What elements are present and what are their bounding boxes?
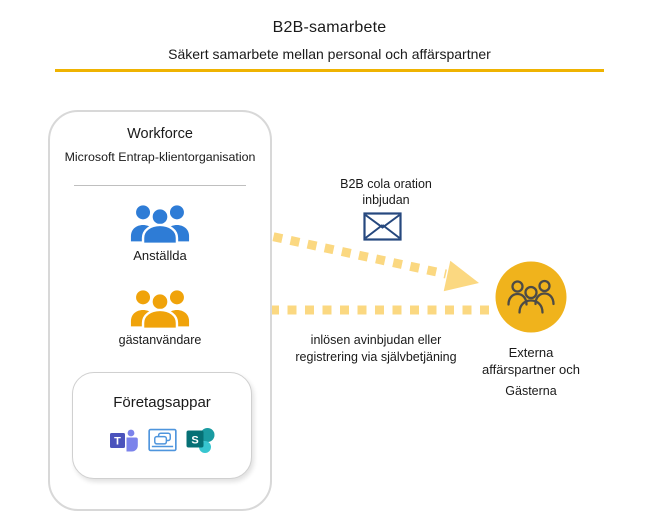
- external-partners-label: Externa affärspartner och Gästerna: [456, 344, 606, 400]
- people-outline-icon: [507, 279, 555, 314]
- workforce-tenant-box: Workforce Microsoft Entrap-klientorganis…: [48, 110, 272, 511]
- page-subtitle: Säkert samarbete mellan personal och aff…: [168, 46, 491, 62]
- app-icons-row: T S: [73, 426, 251, 454]
- divider: [74, 185, 246, 186]
- external-line3: Gästerna: [505, 384, 557, 398]
- tenant-name: Microsoft Entrap-klientorganisation: [64, 150, 256, 164]
- svg-text:S: S: [191, 434, 198, 446]
- external-partners-circle: [495, 261, 567, 333]
- employees-label: Anställda: [133, 248, 187, 263]
- redemption-line2: registrering via självbetjäning: [295, 350, 457, 364]
- redemption-line1: inlösen avinbjudan eller: [310, 333, 442, 347]
- enterprise-apps-title: Företagsappar: [113, 394, 211, 411]
- envelope-icon: [363, 212, 402, 241]
- guest-users-label: gästanvändare: [118, 333, 202, 347]
- invitation-line2: inbjudan: [362, 193, 410, 207]
- svg-text:T: T: [114, 435, 121, 447]
- invitation-label: B2B cola oration inbjudan: [301, 176, 471, 208]
- workforce-title: Workforce: [127, 126, 193, 142]
- enterprise-apps-box: Företagsappar T: [72, 372, 252, 479]
- apps-window-icon: [147, 428, 177, 452]
- guest-users-people-group-icon: [130, 290, 190, 329]
- page-title: B2B-samarbete: [272, 19, 387, 36]
- title-underline: [55, 69, 604, 72]
- teams-icon: T: [109, 429, 138, 452]
- employees-people-group-icon: [130, 205, 190, 244]
- external-line2: affärspartner och: [481, 362, 581, 377]
- sharepoint-icon: S: [186, 428, 214, 453]
- redemption-label: inlösen avinbjudan eller registrering vi…: [276, 332, 476, 366]
- invitation-line1: B2B cola oration: [340, 177, 432, 191]
- external-line1: Externa: [508, 345, 554, 360]
